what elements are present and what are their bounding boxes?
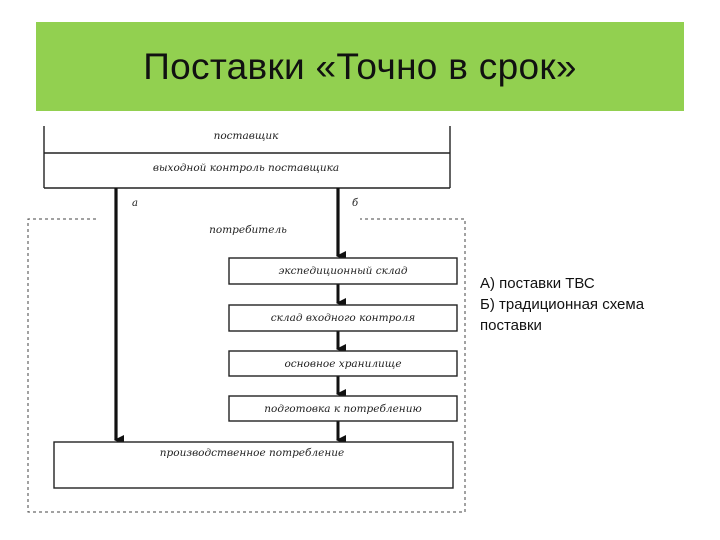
consumer-dashed-border <box>27 218 466 513</box>
slide-title: Поставки «Точно в срок» <box>143 45 577 87</box>
step-label: основное хранилище <box>284 358 401 370</box>
production-label: производственное потребление <box>160 447 344 459</box>
title-banner: Поставки «Точно в срок» <box>36 22 684 111</box>
route-b-label: б <box>352 198 359 209</box>
supplier-block: поставщик выходной контроль поставщика <box>43 126 451 189</box>
legend-line-b: Б) традиционная схема поставки <box>480 296 645 334</box>
step-label: экспедиционный склад <box>278 265 407 277</box>
route-a-label: а <box>132 198 138 209</box>
legend-line-a: А) поставки ТВС <box>480 275 595 292</box>
supplier-control-label: выходной контроль поставщика <box>153 162 339 174</box>
step-label: подготовка к потреблению <box>264 403 421 415</box>
step-box: основное хранилище <box>228 350 458 377</box>
production-box: производственное потребление <box>53 441 454 489</box>
supplier-label: поставщик <box>214 130 280 142</box>
step-label: склад входного контроля <box>271 312 415 324</box>
consumer-label: потребитель <box>209 224 287 236</box>
consumer-boundary: потребитель <box>27 218 466 513</box>
step-box: подготовка к потреблению <box>228 395 458 422</box>
legend: А) поставки ТВС Б) традиционная схема по… <box>480 273 690 336</box>
step-box: экспедиционный склад <box>228 257 458 285</box>
step-box: склад входного контроля <box>228 304 458 332</box>
